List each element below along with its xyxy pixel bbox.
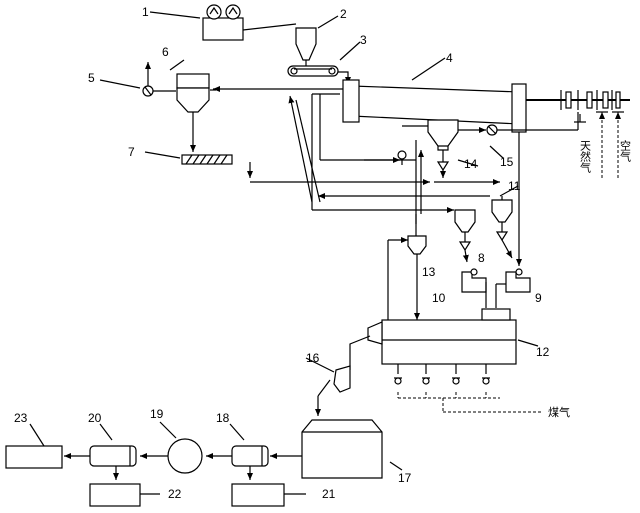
unit-22-residue [89, 483, 160, 507]
unit-12-furnace [349, 308, 539, 374]
unit-6-dust-collector [169, 59, 216, 152]
label-6: 6 [162, 45, 169, 59]
unit-1-gauge-panel [149, 4, 297, 41]
unit-2-feed-hopper [295, 15, 339, 66]
label-23: 23 [14, 411, 28, 425]
label-22: 22 [168, 487, 182, 501]
label-13: 13 [422, 265, 436, 279]
air-label: 空气 [619, 139, 632, 162]
label-20: 20 [88, 411, 102, 425]
label-10: 10 [432, 291, 446, 305]
label-9: 9 [535, 291, 542, 305]
label-14: 14 [464, 157, 478, 171]
unit-4-rotary-kiln [342, 57, 630, 133]
label-16: 16 [306, 351, 320, 365]
unit-15-blower [458, 112, 579, 159]
unit-3-belt-conveyor [287, 41, 361, 84]
unit-7-cooling-plate [144, 151, 253, 178]
coal-gas-burners [394, 377, 542, 413]
unit-5-exhaust-fan [99, 62, 176, 97]
unit-21-residue [231, 483, 306, 507]
unit-13-bin [387, 235, 427, 320]
unit-16-chute [305, 357, 351, 416]
coal-gas-label: 煤气 [548, 405, 570, 419]
label-19: 19 [150, 407, 164, 421]
unit-8-bin [454, 209, 476, 263]
piping-network [250, 93, 500, 240]
unit-18-filter [206, 423, 269, 480]
label-3: 3 [360, 33, 367, 47]
label-1: 1 [142, 5, 149, 19]
label-12: 12 [536, 345, 550, 359]
natural-gas-label: 天然气 [579, 140, 592, 173]
label-4: 4 [446, 51, 453, 65]
label-2: 2 [340, 7, 347, 21]
label-11: 11 [508, 179, 521, 193]
unit-20-filter [64, 423, 137, 480]
label-15: 15 [500, 155, 514, 169]
unit-9-scale [495, 268, 531, 308]
label-5: 5 [88, 71, 95, 85]
unit-14-dosing-bin [397, 119, 479, 178]
unit-11-bin [491, 185, 519, 259]
unit-17-tank [270, 419, 403, 479]
label-8: 8 [478, 251, 485, 265]
label-18: 18 [216, 411, 230, 425]
unit-10-scale [461, 268, 487, 308]
unit-19-pump [140, 421, 203, 474]
label-17: 17 [398, 471, 412, 485]
gas-air-feed-lines [574, 111, 624, 178]
label-7: 7 [128, 145, 135, 159]
label-21: 21 [322, 487, 336, 501]
unit-23-product [5, 423, 63, 469]
